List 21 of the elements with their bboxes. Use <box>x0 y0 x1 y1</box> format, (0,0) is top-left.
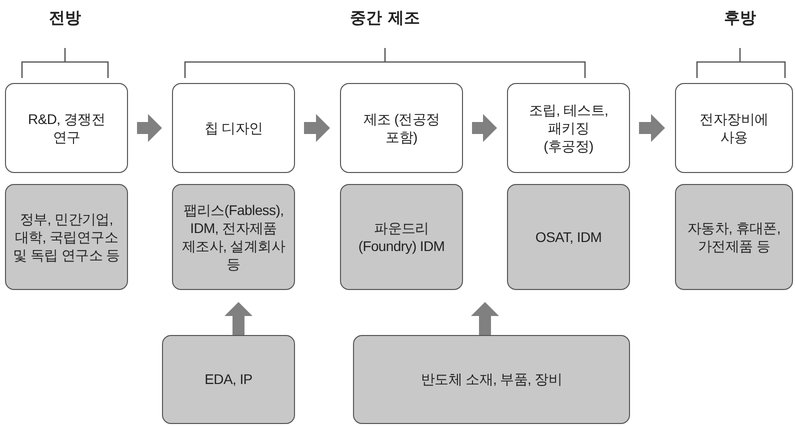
block-arrow <box>304 114 330 142</box>
stage-heading: 중간 제조 <box>350 8 420 29</box>
block-arrow <box>472 114 497 142</box>
stage-heading: 전방 <box>49 8 81 29</box>
stage-box: R&D, 경쟁전 연구 <box>5 83 128 173</box>
actor-box: 자동차, 휴대폰, 가전제품 등 <box>675 184 793 290</box>
stage-box: 제조 (전공정 포함) <box>340 83 463 173</box>
stage-heading: 후방 <box>724 8 756 29</box>
actor-box: 파운드리 (Foundry) IDM <box>340 184 463 290</box>
actor-box: EDA, IP <box>162 335 295 424</box>
stage-box: 조립, 테스트, 패키징 (후공정) <box>507 83 630 173</box>
block-arrow <box>639 114 665 142</box>
actor-box: OSAT, IDM <box>507 184 630 290</box>
actor-box: 반도체 소재, 부품, 장비 <box>353 335 630 424</box>
block-arrow <box>137 114 162 142</box>
stage-box: 칩 디자인 <box>172 83 295 173</box>
block-arrow <box>224 302 252 335</box>
stage-box: 전자장비에 사용 <box>675 83 793 173</box>
actor-box: 정부, 민간기업, 대학, 국립연구소 및 독립 연구소 등 <box>5 184 128 290</box>
actor-box: 팹리스(Fabless), IDM, 전자제품 제조사, 설계회사 등 <box>172 184 295 290</box>
block-arrow <box>471 302 499 335</box>
